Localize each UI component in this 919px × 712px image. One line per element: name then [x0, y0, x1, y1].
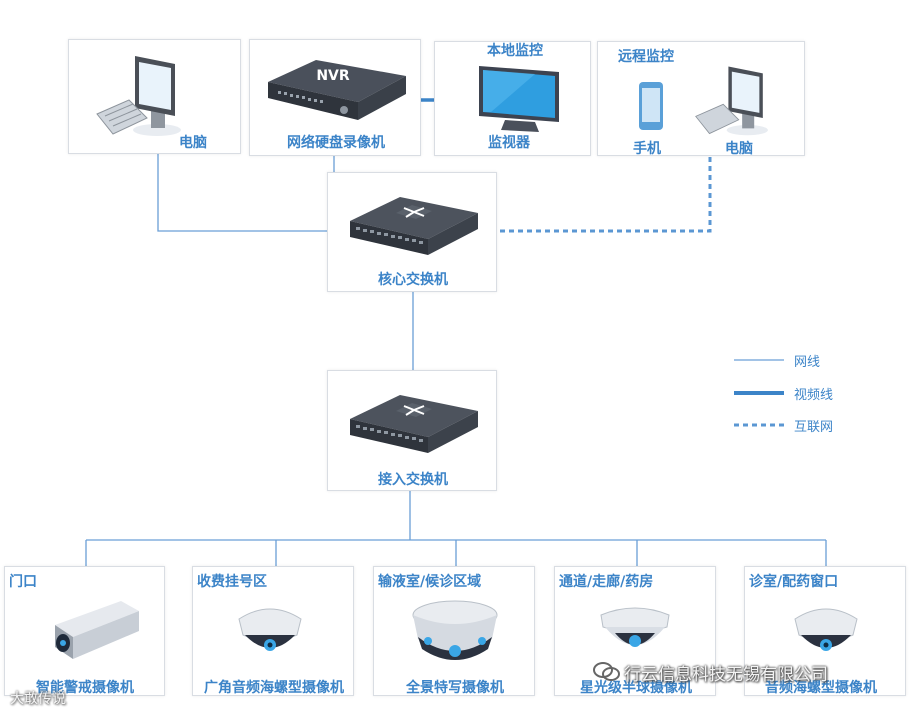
source-watermark: 大敢传说 [10, 691, 66, 707]
legend-swatches [734, 359, 784, 427]
wechat-icon [593, 662, 620, 681]
legend-network-label: 网线 [794, 355, 821, 370]
monitor-header: 本地监控 [487, 43, 543, 59]
pc-label: 电脑 [179, 135, 207, 151]
monitor-label: 监视器 [488, 135, 530, 151]
nvr-box: NVR 网络硬盘录像机 [249, 39, 421, 156]
dome-camera-icon [600, 607, 670, 647]
access-switch-icon [350, 395, 478, 453]
access-switch-label: 接入交换机 [378, 472, 448, 488]
camera-box-5: 诊室/配药窗口 音频海螺型摄像机 [744, 566, 906, 696]
monitor-box: 本地监控 监视器 [434, 41, 591, 156]
monitor-icon [479, 66, 559, 132]
remote-header: 远程监控 [618, 49, 674, 65]
camera-label-5: 音频海螺型摄像机 [765, 680, 877, 696]
bullet-camera-icon [55, 601, 139, 659]
mobile-phone-icon [639, 82, 663, 130]
camera-box-1: 门口 智能警戒摄像机 [4, 566, 165, 696]
wire-pc-to-core [157, 153, 328, 232]
camera-area-3: 输液室/候诊区域 [378, 574, 482, 590]
remote-box: 远程监控 手机 电脑 [597, 41, 805, 157]
nvr-badge: NVR [316, 68, 350, 84]
company-watermark: 行云信息科技无锡有限公司 [624, 665, 828, 685]
camera-area-2: 收费挂号区 [197, 574, 267, 590]
wire-internet-remote [497, 157, 712, 233]
legend-internet-label: 互联网 [794, 420, 834, 435]
camera-area-4: 通道/走廊/药房 [559, 574, 654, 590]
panoramic-camera-icon [412, 600, 498, 660]
camera-label-2: 广角音频海螺型摄像机 [204, 680, 344, 696]
camera-label-1: 智能警戒摄像机 [36, 680, 134, 696]
camera-box-4: 通道/走廊/药房 星光级半球摄像机 [554, 566, 716, 696]
conch-camera-icon [238, 608, 302, 651]
nvr-label: 网络硬盘录像机 [287, 135, 385, 151]
camera-area-5: 诊室/配药窗口 [749, 574, 839, 590]
access-switch-box: 接入交换机 [327, 370, 497, 491]
camera-area-1: 门口 [9, 574, 37, 590]
phone-label: 手机 [633, 141, 661, 157]
camera-box-2: 收费挂号区 广角音频海螺型摄像机 [192, 566, 354, 696]
core-switch-icon [350, 197, 478, 255]
pc-box: 电脑 [68, 39, 241, 154]
audio-conch-camera-icon [794, 608, 858, 651]
camera-label-4: 星光级半球摄像机 [580, 680, 692, 696]
core-switch-box: 核心交换机 [327, 172, 497, 292]
core-switch-label: 核心交换机 [378, 272, 448, 288]
camera-label-3: 全景特写摄像机 [406, 680, 504, 696]
camera-box-3: 输液室/候诊区域 全景特写摄像机 [373, 566, 535, 696]
desktop-computer-icon [96, 56, 181, 136]
legend-video-label: 视频线 [794, 388, 834, 403]
nvr-recorder-icon [268, 60, 406, 120]
remote-computer-icon [695, 66, 768, 136]
remote-pc-label: 电脑 [725, 141, 753, 157]
